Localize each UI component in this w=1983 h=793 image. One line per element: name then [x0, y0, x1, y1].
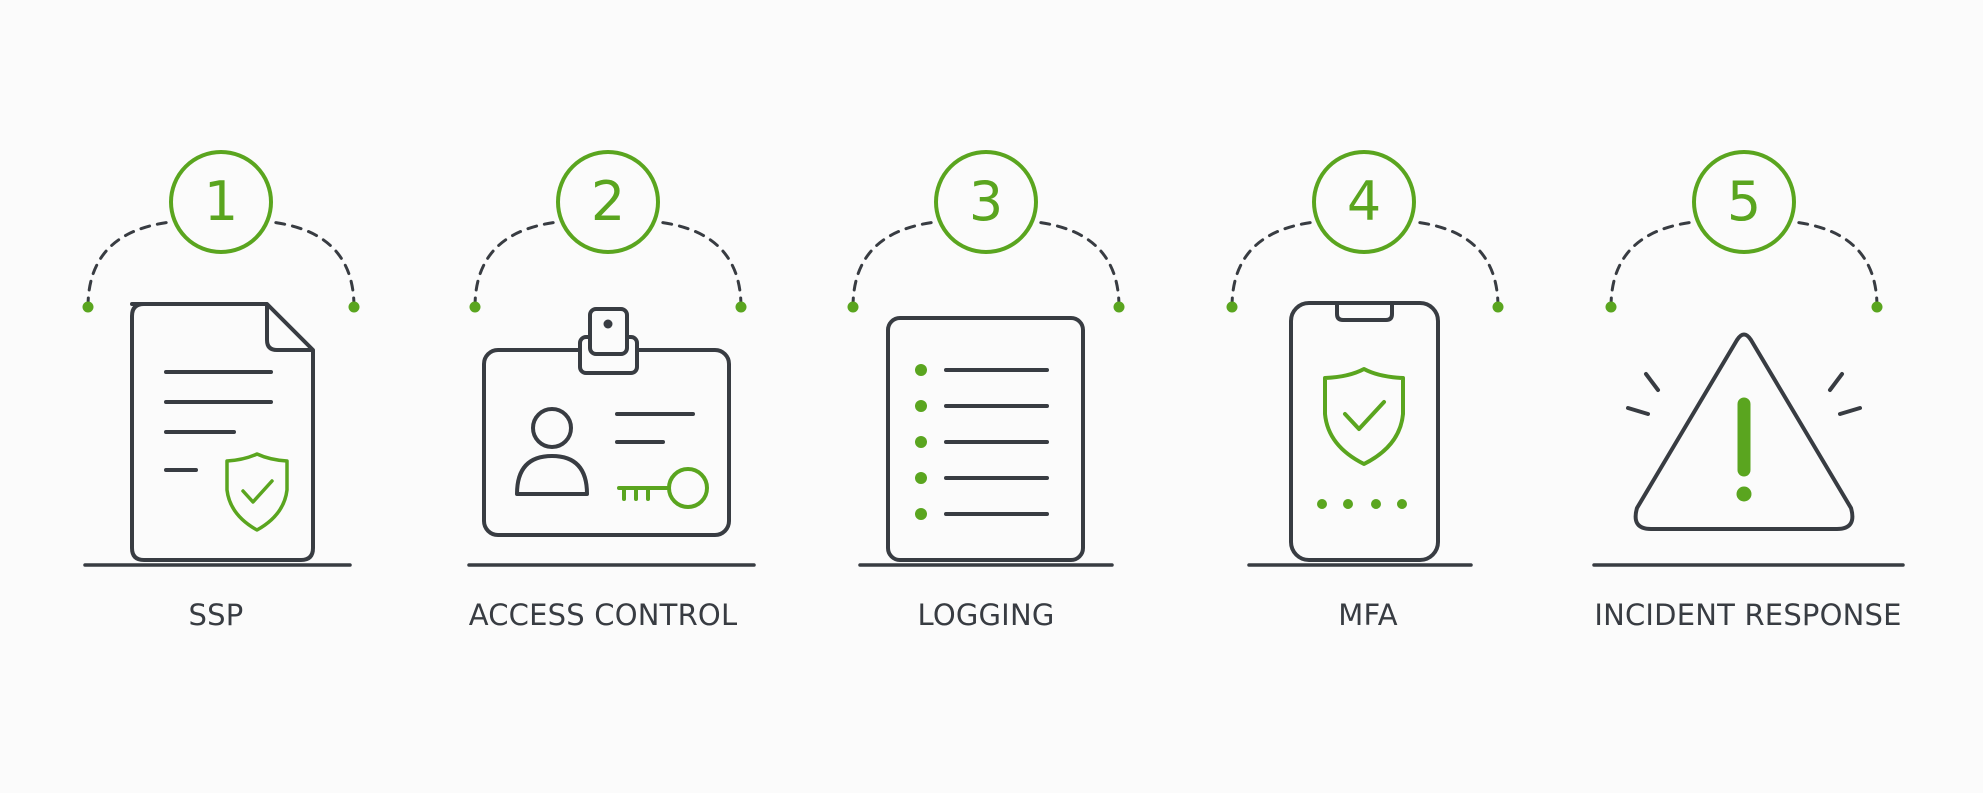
step-connector-arc — [847, 220, 1125, 567]
document-shield-icon — [130, 302, 315, 562]
step-connector-arc — [1226, 220, 1504, 567]
id-badge-key-icon — [482, 307, 731, 537]
step-label: MFA — [1338, 598, 1398, 632]
step-incident-response: 5 INCIDENT RESPONSE — [1592, 0, 1905, 793]
step-number: 5 — [1726, 170, 1762, 233]
step-label: SSP — [188, 598, 244, 632]
step-number: 4 — [1346, 170, 1382, 233]
step-number: 1 — [203, 170, 239, 233]
step-logging: 3 LOGGING — [835, 0, 1135, 793]
step-number: 3 — [968, 170, 1004, 233]
log-list-icon — [886, 316, 1085, 562]
step-number: 2 — [590, 170, 626, 233]
step-connector-arc — [1592, 220, 1905, 567]
phone-shield-icon — [1289, 301, 1440, 562]
step-connector-arc — [82, 220, 360, 567]
step-number-badge: 4 — [1312, 150, 1416, 254]
step-number-badge: 3 — [934, 150, 1038, 254]
step-label: INCIDENT RESPONSE — [1594, 598, 1902, 632]
step-ssp: 1 SSP — [70, 0, 370, 793]
step-access-control: 2 ACCESS CONTROL — [457, 0, 757, 793]
step-number-badge: 1 — [169, 150, 273, 254]
step-number-badge: 5 — [1692, 150, 1796, 254]
warning-triangle-icon — [1626, 332, 1862, 531]
step-mfa: 4 MFA — [1214, 0, 1514, 793]
step-label: LOGGING — [917, 598, 1055, 632]
step-label: ACCESS CONTROL — [468, 598, 738, 632]
step-connector-arc — [467, 220, 756, 567]
step-number-badge: 2 — [556, 150, 660, 254]
